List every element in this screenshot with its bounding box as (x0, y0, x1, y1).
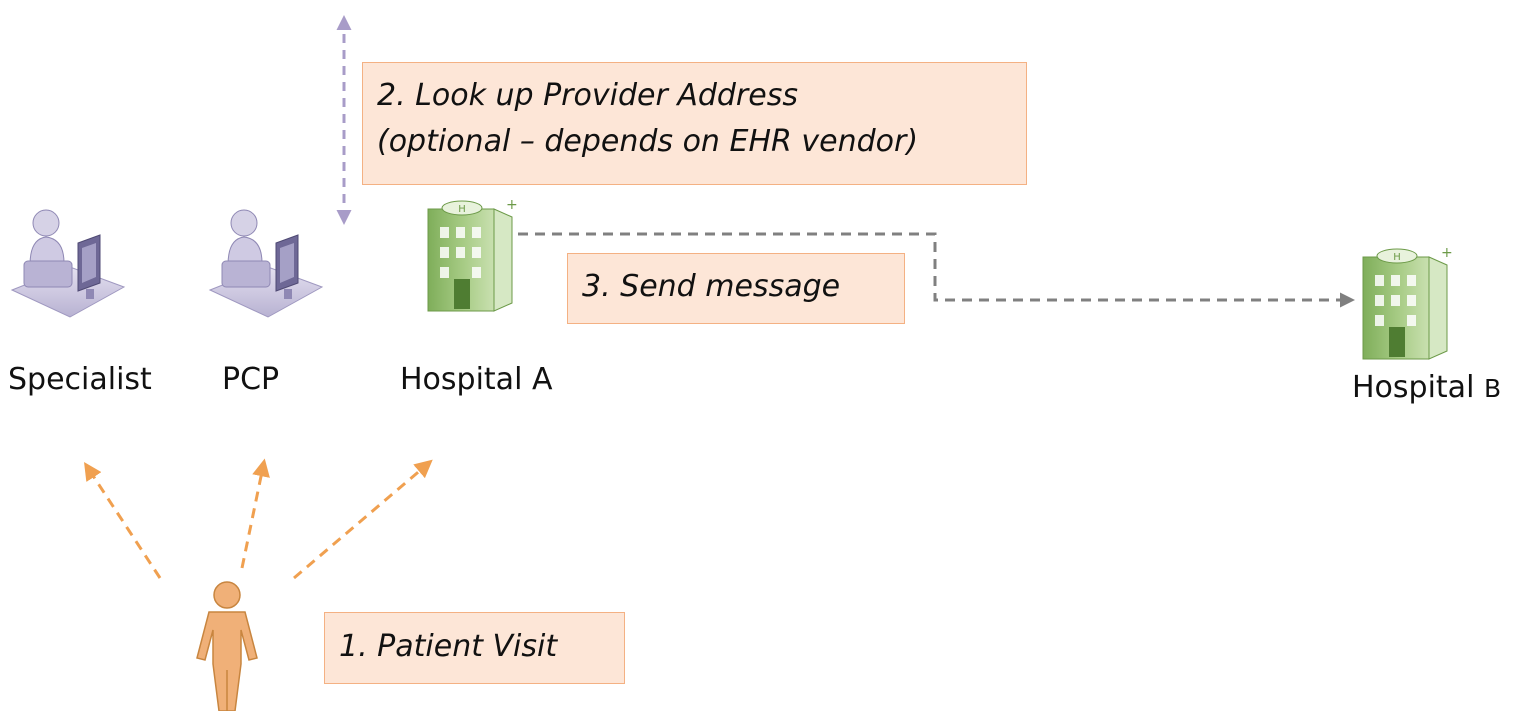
hospital-building-icon: H + (427, 197, 518, 312)
pcp-label: PCP (222, 362, 280, 397)
patient-arrow-pcp (240, 458, 270, 569)
hospital-b-label: Hospital B (1352, 370, 1501, 405)
svg-text:H: H (458, 204, 466, 215)
hospital-b-label-main: Hospital (1352, 370, 1475, 405)
patient-arrow-specialist (84, 461, 162, 579)
step-2-lookup-box: 2. Look up Provider Address (optional – … (362, 62, 1027, 185)
svg-text:+: + (1441, 245, 1453, 261)
step-2-line-2: (optional – depends on EHR vendor) (377, 124, 919, 159)
step-3-label: 3. Send message (582, 269, 841, 304)
send-message-arrow (518, 232, 1355, 308)
specialist-label: Specialist (8, 362, 152, 397)
svg-text:H: H (1393, 252, 1401, 263)
step-1-label: 1. Patient Visit (339, 629, 558, 664)
clinician-workstation-icon (208, 209, 324, 318)
hospital-building-icon: H + (1362, 245, 1453, 360)
person-icon (196, 581, 258, 711)
step-1-patient-visit-box: 1. Patient Visit (324, 612, 625, 684)
patient-arrow-hospital-a (293, 459, 433, 580)
step-2-line-1: 2. Look up Provider Address (377, 78, 798, 113)
hospital-b-label-suffix: B (1483, 374, 1502, 403)
clinician-workstation-icon (10, 209, 126, 318)
step-3-send-box: 3. Send message (567, 253, 905, 324)
hospital-a-label: Hospital A (400, 362, 553, 397)
svg-text:+: + (506, 197, 518, 213)
